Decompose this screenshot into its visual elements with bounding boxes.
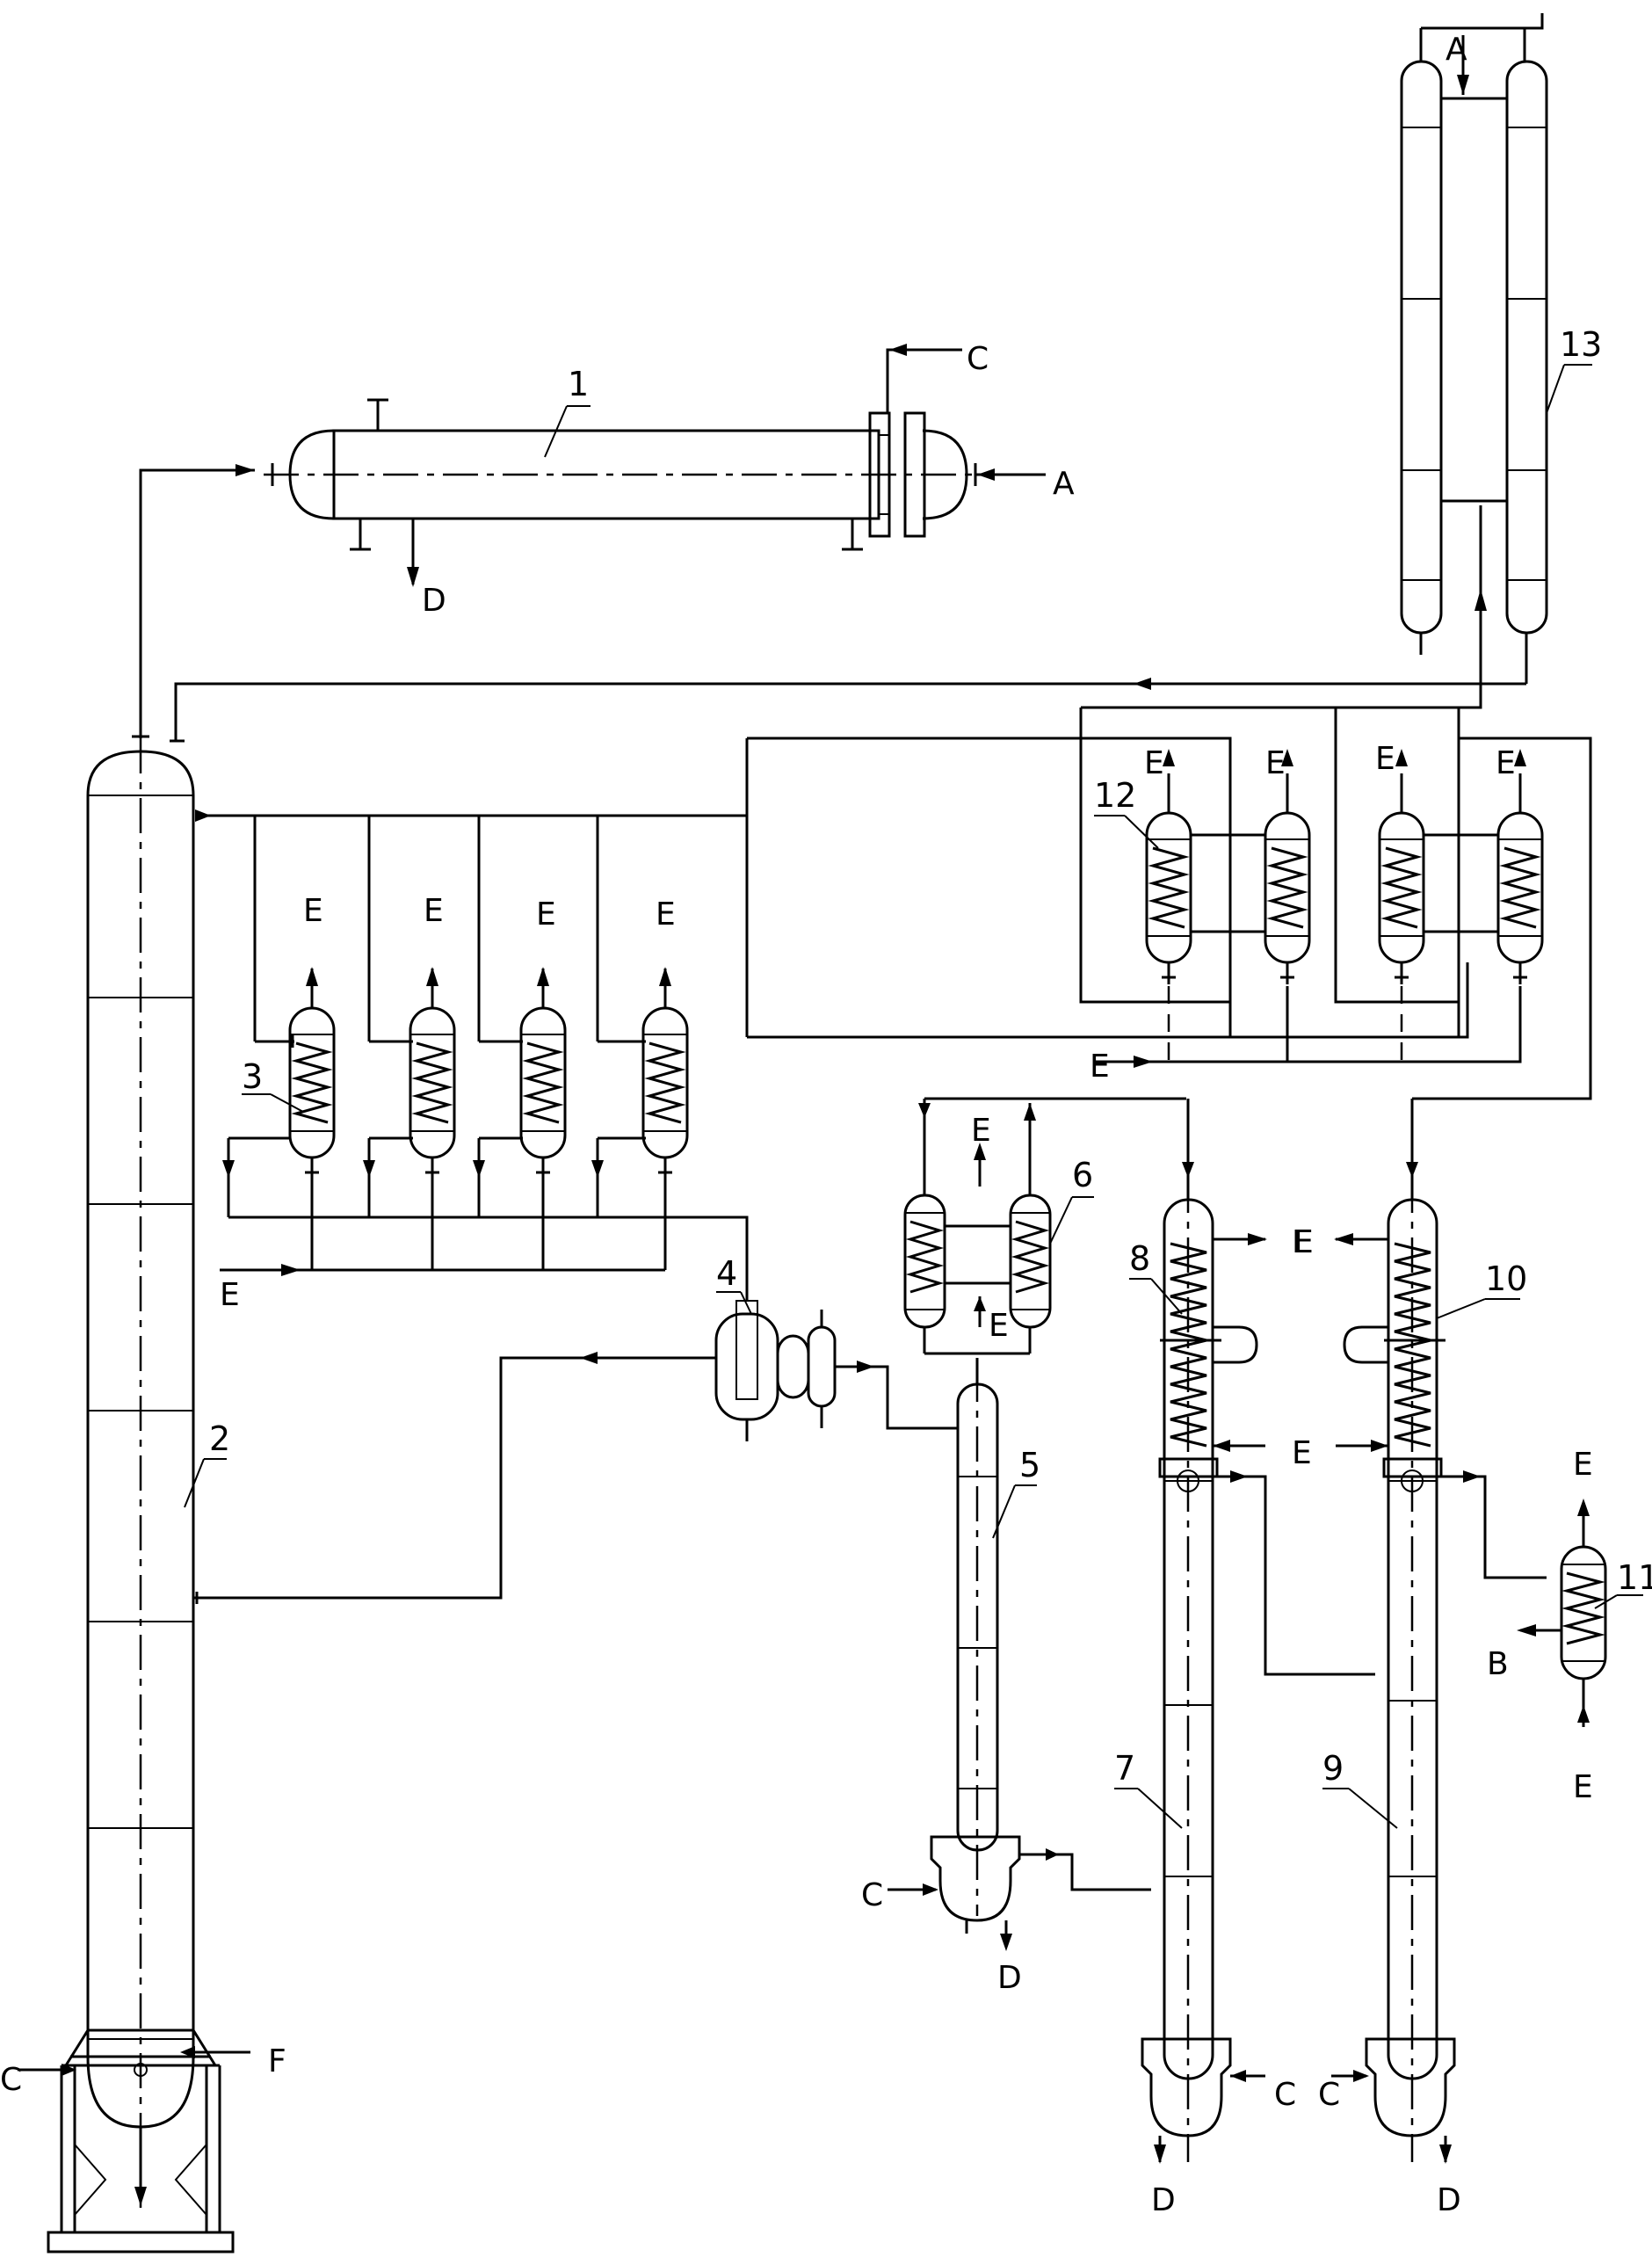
- label-E-12c: E: [1375, 741, 1395, 777]
- label-E-12d: E: [1496, 745, 1516, 781]
- label-4: 4: [716, 1254, 737, 1293]
- cooler-12d: [1496, 772, 1544, 986]
- label-11: 11: [1617, 1558, 1652, 1597]
- label-E-3b: E: [424, 893, 444, 929]
- separator-4: [714, 1300, 958, 1441]
- label-A-ex1: A: [1053, 466, 1075, 502]
- label-D-col7: D: [1151, 2182, 1176, 2218]
- label-D-ex1: D: [422, 583, 446, 619]
- label-5: 5: [1019, 1446, 1040, 1484]
- label-D-col9: D: [1437, 2182, 1461, 2218]
- label-10: 10: [1485, 1259, 1527, 1298]
- label-9: 9: [1322, 1749, 1344, 1788]
- exchanger-1: [264, 398, 977, 551]
- label-C-col7: C: [1274, 2077, 1296, 2113]
- cooler-6b: [1009, 1169, 1052, 1353]
- label-E-8in: E: [1292, 1435, 1312, 1471]
- column-7: [1141, 1178, 1232, 2162]
- condenser-8: [1160, 1242, 1258, 1492]
- cooler-3d: [641, 967, 689, 1181]
- label-E-feed12: E: [1090, 1049, 1110, 1085]
- label-C-ex1: C: [967, 341, 989, 377]
- unit-13: [1400, 13, 1548, 655]
- label-F: F: [268, 2043, 286, 2079]
- label-E-10out: E: [1293, 1224, 1314, 1260]
- cooler-3b: [409, 967, 456, 1181]
- label-C-col9: C: [1318, 2077, 1340, 2113]
- label-12: 12: [1094, 776, 1136, 815]
- label-E-3c: E: [536, 896, 556, 933]
- label-A-13: A: [1446, 32, 1467, 68]
- label-2: 2: [209, 1419, 230, 1458]
- cooler-3c: [519, 967, 567, 1181]
- label-13: 13: [1560, 325, 1602, 364]
- label-E-11top: E: [1573, 1447, 1593, 1483]
- cooler-12c: [1378, 772, 1425, 986]
- label-E-12b: E: [1265, 745, 1286, 781]
- label-6: 6: [1072, 1156, 1093, 1194]
- label-1: 1: [568, 365, 589, 403]
- cooler-12a: [1145, 772, 1192, 986]
- label-D-col5: D: [997, 1960, 1022, 1996]
- cooler-3a: [288, 967, 336, 1181]
- label-E-6bottom: E: [989, 1308, 1009, 1344]
- cooler-12b: [1264, 772, 1311, 986]
- label-7: 7: [1114, 1749, 1135, 1788]
- label-C-col5: C: [861, 1877, 883, 1913]
- column-9: [1365, 1178, 1456, 2162]
- label-E-3d: E: [656, 896, 676, 933]
- column-2: [47, 735, 235, 2253]
- column-5: [930, 1358, 1021, 1934]
- label-C-col2: C: [0, 2062, 22, 2098]
- cooler-6a: [903, 1178, 946, 1353]
- label-E-12a: E: [1144, 745, 1164, 781]
- label-8: 8: [1129, 1239, 1150, 1278]
- condenser-10: [1343, 1242, 1446, 1492]
- label-E-3a: E: [303, 893, 323, 929]
- label-E-11bottom: E: [1573, 1769, 1593, 1805]
- label-E-feed3: E: [220, 1277, 240, 1313]
- label-B: B: [1487, 1646, 1509, 1682]
- label-3: 3: [242, 1057, 263, 1096]
- label-E-8out: E: [1292, 1224, 1312, 1260]
- label-E-6top: E: [971, 1113, 991, 1149]
- cooler-11: [1560, 1503, 1607, 1727]
